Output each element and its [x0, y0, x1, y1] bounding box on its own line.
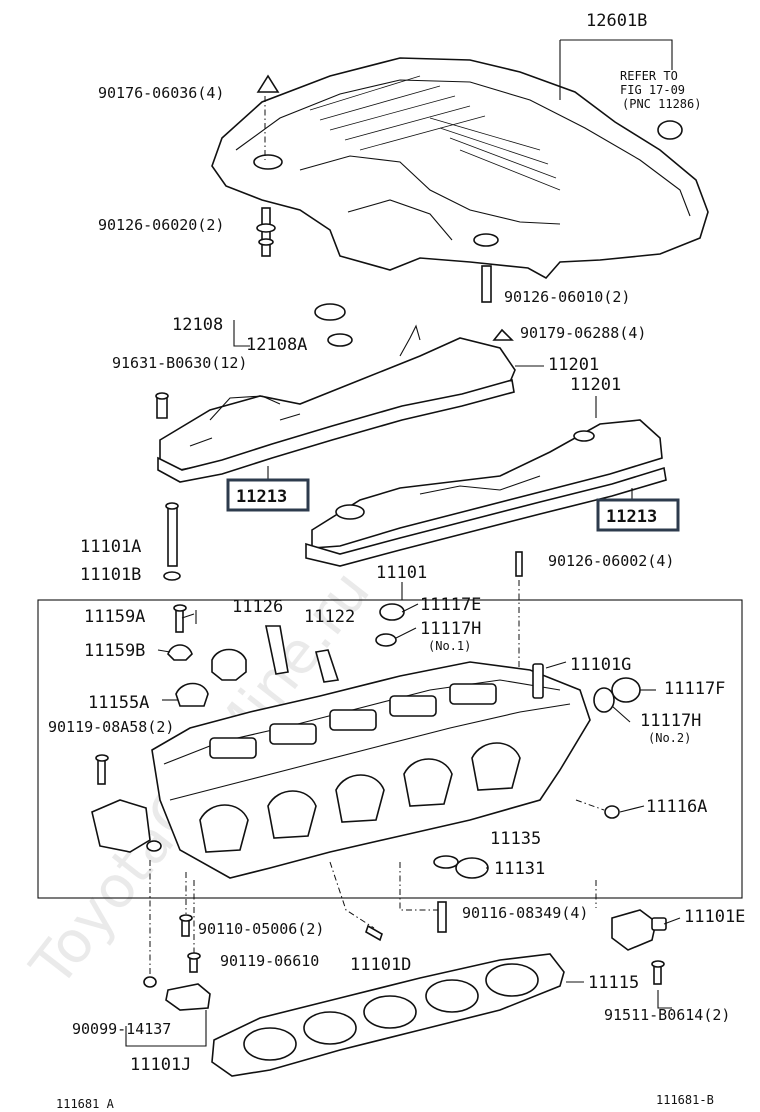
- label-11201-lower: 11201: [570, 375, 621, 395]
- label-12108A: 12108A: [246, 335, 307, 355]
- label-90099-14137: 90099-14137: [72, 1020, 171, 1038]
- grommet-90176: [256, 74, 280, 93]
- head-gasket-11115: [211, 953, 565, 1077]
- engine-cover-12601B: [211, 57, 709, 280]
- label-11117E: 11117E: [420, 595, 481, 615]
- bearing-cap-11155A: [175, 682, 209, 707]
- plug-11131: [455, 857, 489, 879]
- label-11135: 11135: [490, 829, 541, 849]
- bolt-91511: [651, 960, 665, 985]
- label-11101: 11101: [376, 563, 427, 583]
- ornament-cap: [657, 120, 683, 140]
- oil-filler-opening: [335, 504, 365, 520]
- stud-11101A: [165, 502, 179, 567]
- label-11117F: 11117F: [664, 679, 725, 699]
- stud-90116: [437, 901, 447, 933]
- grommet-90179: [492, 328, 514, 341]
- refer-note-line3: (PNC 11286): [622, 97, 701, 111]
- label-91631-B0630: 91631-B0630(12): [112, 354, 247, 372]
- label-90116-08349: 90116-08349(4): [462, 904, 588, 922]
- gasket-11117H-no2: [593, 687, 615, 713]
- label-11101E: 11101E: [684, 907, 745, 927]
- label-90126-06020: 90126-06020(2): [98, 216, 224, 234]
- cover-mount-hole: [473, 233, 499, 247]
- label-90110-05006: 90110-05006(2): [198, 920, 324, 938]
- label-90176-06036: 90176-06036(4): [98, 84, 224, 102]
- highlight-box-11213-left: [226, 478, 310, 512]
- label-11101B: 11101B: [80, 565, 141, 585]
- label-11201-upper: 11201: [548, 355, 599, 375]
- label-91511-B0614: 91511-B0614(2): [604, 1006, 730, 1024]
- gasket-11135: [433, 855, 459, 869]
- stud-90126-06010: [481, 265, 492, 303]
- footer-code-left: 111681 A: [56, 1097, 115, 1111]
- bearing-cap: [211, 648, 247, 681]
- valve-guide-11126: [265, 625, 289, 675]
- label-11116A: 11116A: [646, 797, 707, 817]
- valve-cover-11201-left: [157, 324, 516, 483]
- cover-mount-hole: [253, 154, 283, 170]
- label-11122: 11122: [304, 607, 355, 627]
- sensor-11101E: [611, 909, 667, 951]
- bolt-91631: [155, 392, 169, 419]
- intake-ports: [199, 742, 521, 853]
- plug-11117E: [379, 603, 405, 621]
- oring-90099: [143, 976, 157, 988]
- label-11101D: 11101D: [350, 955, 411, 975]
- bolt-90119-06610: [187, 952, 201, 973]
- label-11101A: 11101A: [80, 537, 141, 557]
- part-labels: 12601B 90176-06036(4) REFER TO FIG 17-09…: [48, 11, 745, 1111]
- plug-11101J: [165, 983, 211, 1011]
- refer-note-line1: REFER TO: [620, 69, 678, 83]
- label-no1: (No.1): [428, 639, 471, 653]
- pin-11101G: [532, 663, 544, 699]
- label-90179-06288: 90179-06288(4): [520, 324, 646, 342]
- label-90126-06002: 90126-06002(4): [548, 552, 674, 570]
- pin-11101D: [365, 924, 383, 942]
- label-90119-06610: 90119-06610: [220, 952, 319, 970]
- label-11155A: 11155A: [88, 693, 149, 713]
- label-90126-06010: 90126-06010(2): [504, 288, 630, 306]
- bolt-90119-08A58: [95, 754, 109, 785]
- stud-90126-06002: [515, 551, 523, 577]
- label-11131: 11131: [494, 859, 545, 879]
- label-11101J: 11101J: [130, 1055, 191, 1075]
- label-no2: (No.2): [648, 731, 691, 745]
- label-90119-08A58: 90119-08A58(2): [48, 718, 174, 736]
- highlight-box-11213-right: [596, 498, 680, 532]
- label-11117H-no2: 11117H: [640, 711, 701, 731]
- cam-journals: [209, 683, 497, 759]
- bolt-11159A: [173, 604, 187, 633]
- footer-code-right: 111681-B: [656, 1093, 714, 1107]
- plug-11116A: [604, 805, 620, 819]
- plug-11117F: [611, 677, 641, 703]
- label-12601B: 12601B: [586, 11, 647, 31]
- valve-cover-11201-right: [305, 419, 667, 567]
- label-12108: 12108: [172, 315, 223, 335]
- label-11126: 11126: [232, 597, 283, 617]
- stud-90126-06020: [256, 207, 276, 257]
- cylinder-head-11101: [151, 661, 591, 879]
- label-11213-right[interactable]: 11213: [606, 507, 657, 527]
- bolt-90110: [179, 914, 193, 937]
- insert-11122: [315, 649, 340, 683]
- cover-fins: [309, 75, 561, 191]
- label-11115: 11115: [588, 973, 639, 993]
- oil-filler-cap-12108: [314, 303, 353, 347]
- label-11117H-no1: 11117H: [420, 619, 481, 639]
- gasket-11117H-no1: [375, 633, 397, 647]
- label-11101G: 11101G: [570, 655, 631, 675]
- refer-note-line2: FIG 17-09: [620, 83, 685, 97]
- sensor-bracket: [91, 799, 151, 853]
- label-11159B: 11159B: [84, 641, 145, 661]
- cylinder-head-assembly-box: [37, 599, 743, 899]
- bearing-cap-11159B: [167, 644, 193, 661]
- label-11213-left[interactable]: 11213: [236, 487, 287, 507]
- washer-11101B: [163, 571, 181, 581]
- label-11159A: 11159A: [84, 607, 145, 627]
